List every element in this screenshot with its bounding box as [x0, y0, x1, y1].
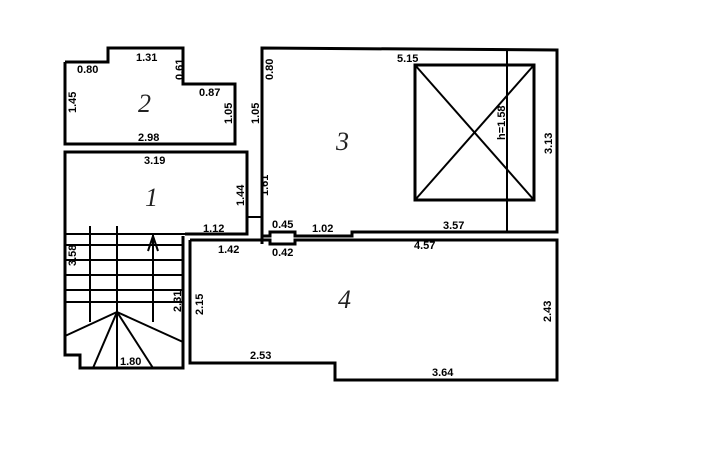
dimension-label: 0.80: [264, 59, 276, 80]
room-3: 3 0.80 1.05 1.61 5.15 h=1.58 3.13 0.45 1…: [250, 46, 559, 244]
dimension-label: 3.58: [67, 245, 79, 266]
dimension-label: 0.45: [272, 219, 293, 231]
room-number: 1: [145, 183, 158, 212]
dimension-label: 0.61: [174, 59, 186, 80]
dimension-label: 1.31: [136, 52, 157, 64]
dimension-label: 3.64: [432, 367, 454, 379]
staircase: 3.58 2.31 1.80: [63, 226, 185, 370]
dimension-label: 1.45: [67, 92, 79, 113]
dimension-label: 1.02: [312, 223, 333, 235]
dimension-label: 1.05: [250, 103, 262, 124]
room-number: 2: [138, 89, 151, 118]
dimension-label: 2.43: [542, 301, 554, 322]
dimension-label: 3.57: [443, 220, 464, 232]
dimension-label: 2.98: [138, 132, 159, 144]
dimension-label: 2.15: [194, 294, 206, 315]
room-2: 2 0.80 1.31 0.61 0.87 1.45 1.05 2.98: [63, 46, 237, 146]
dimension-label: 1.42: [218, 244, 239, 256]
dimension-label: h=1.58: [496, 105, 508, 140]
dimension-label: 1.61: [259, 175, 271, 196]
dimension-label: 0.80: [77, 64, 98, 76]
arrow-up-icon: [147, 232, 159, 252]
room-number: 3: [335, 127, 349, 156]
dimension-label: 1.80: [120, 356, 141, 368]
dimension-label: 1.44: [235, 184, 247, 206]
dimension-label: 4.57: [414, 240, 435, 252]
room-number: 4: [338, 285, 351, 314]
dimension-label: 1.05: [223, 103, 235, 124]
room-1: 1 3.19 1.44 1.12: [63, 150, 262, 236]
room-4: 4 1.42 0.42 4.57 2.15 2.43 2.53 3.64: [188, 238, 559, 382]
dimension-label: 0.42: [272, 247, 293, 259]
dimension-label: 3.19: [144, 155, 165, 167]
dimension-label: 2.31: [172, 291, 184, 312]
dimension-label: 3.13: [543, 133, 555, 154]
opening-rect: [413, 63, 536, 202]
dimension-label: 2.53: [250, 350, 271, 362]
dimension-label: 5.15: [397, 53, 418, 65]
dimension-label: 1.12: [203, 223, 224, 235]
dimension-label: 0.87: [199, 87, 220, 99]
